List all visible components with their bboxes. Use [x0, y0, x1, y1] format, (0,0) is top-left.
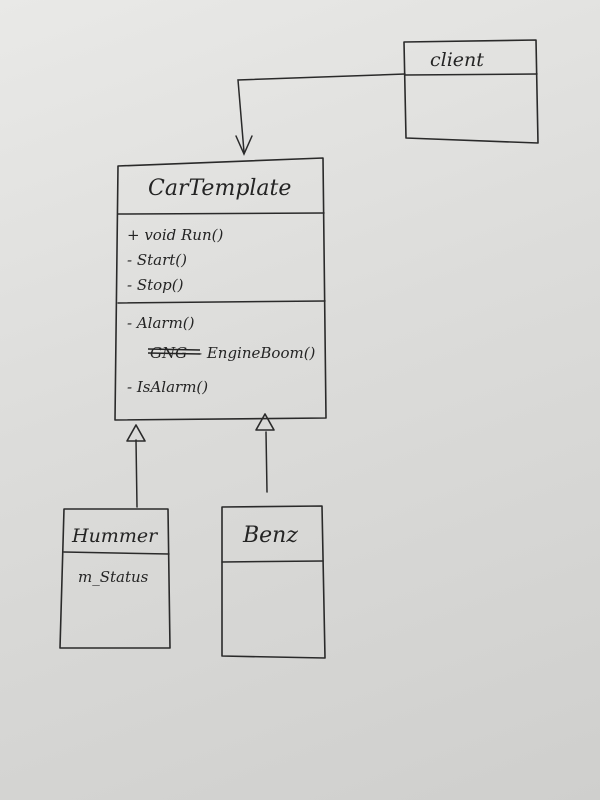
association-line	[237, 73, 406, 153]
cartemplate-class-name: CarTemplate	[148, 176, 291, 201]
hummer-generalization	[126, 424, 146, 508]
benz-inheritance-line	[265, 431, 268, 493]
association-arrowhead	[235, 135, 253, 156]
cartemplate-class-box: CarTemplate + void Run() - Start() - Sto…	[114, 157, 327, 421]
hummer-class-name: Hummer	[71, 525, 159, 547]
client-class-box: client	[403, 39, 539, 144]
hummer-box-outline	[59, 508, 171, 649]
benz-class-box: Benz	[221, 505, 326, 659]
benz-generalization	[255, 413, 275, 493]
method-engine-boom: - EngineBoom()	[197, 344, 316, 362]
client-to-cartemplate-association	[235, 73, 406, 156]
cartemplate-box-outline	[114, 157, 327, 421]
client-box-outline	[403, 39, 539, 144]
cartemplate-title-divider	[117, 212, 325, 215]
method-alarm: - Alarm()	[127, 314, 195, 332]
method-is-alarm: - IsAlarm()	[127, 378, 208, 396]
hummer-title-divider	[63, 551, 170, 555]
cartemplate-methods-divider	[117, 300, 326, 304]
hummer-inheritance-triangle	[126, 424, 146, 442]
method-stop: - Stop()	[127, 276, 184, 294]
strikethrough-line-1	[147, 348, 201, 351]
hummer-inheritance-line	[135, 439, 138, 508]
client-class-name: client	[430, 49, 484, 71]
benz-inheritance-triangle	[255, 413, 275, 431]
method-run: + void Run()	[127, 226, 223, 244]
strikethrough-line-2	[147, 352, 201, 355]
method-start: - Start()	[127, 251, 187, 269]
benz-box-outline	[221, 505, 326, 659]
benz-title-divider	[221, 560, 324, 563]
benz-class-name: Benz	[242, 523, 298, 548]
client-box-divider	[404, 73, 538, 76]
hummer-class-box: Hummer m_Status	[59, 508, 171, 649]
hummer-attribute-status: m_Status	[78, 568, 149, 586]
